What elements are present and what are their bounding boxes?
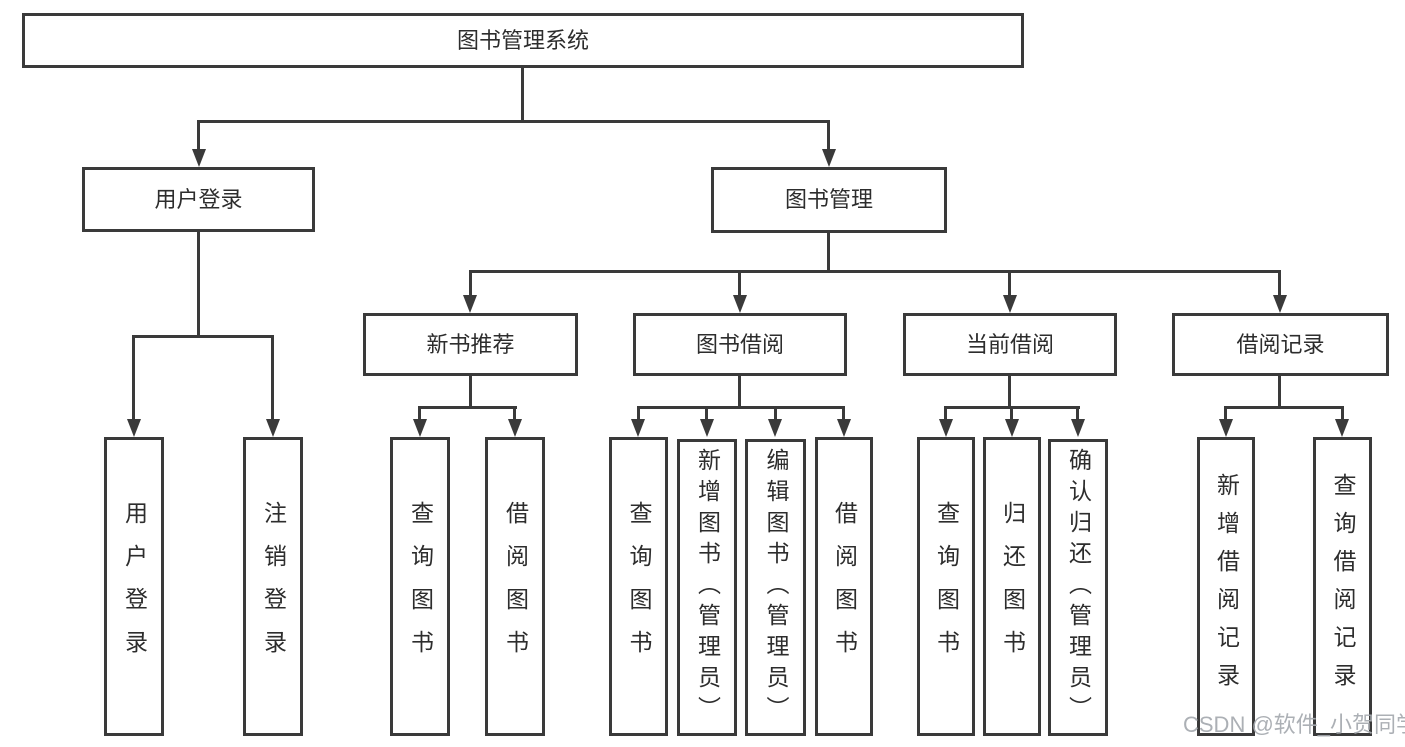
leaf-borrowing-borrow-book-label: 借阅图书 [831, 500, 858, 673]
leaf-records-add-record: 新增借阅记录 [1197, 437, 1255, 736]
connector-line [418, 406, 517, 409]
connector-line [944, 406, 947, 421]
arrow-down-icon [413, 419, 427, 437]
leaf-recommend-borrow-book: 借阅图书 [485, 437, 545, 736]
connector-line [197, 120, 830, 123]
leaf-borrowing-query-book-label: 查询图书 [626, 500, 652, 673]
arrow-down-icon [508, 419, 522, 437]
connector-line [469, 270, 1281, 273]
node-root-label: 图书管理系统 [456, 27, 589, 53]
node-user-login-label: 用户登录 [154, 186, 243, 212]
arrow-down-icon [1005, 419, 1019, 437]
leaf-borrowing-query-book: 查询图书 [609, 437, 668, 736]
leaf-current-return-book-label: 归还图书 [999, 500, 1026, 673]
leaf-borrowing-edit-book-admin-label: 编辑图书（管理员） [763, 448, 789, 727]
leaf-current-query-book: 查询图书 [917, 437, 975, 736]
node-borrowing-records-label: 借阅记录 [1236, 331, 1325, 357]
leaf-records-query-record: 查询借阅记录 [1313, 437, 1372, 736]
connector-line [132, 335, 135, 421]
connector-line [738, 376, 741, 408]
node-borrowing-records: 借阅记录 [1172, 313, 1389, 376]
arrow-down-icon [700, 419, 714, 437]
node-book-borrowing-label: 图书借阅 [695, 331, 784, 357]
connector-line [1278, 376, 1281, 408]
leaf-borrowing-add-book-admin-label: 新增图书（管理员） [694, 448, 721, 727]
arrow-down-icon [939, 419, 953, 437]
leaf-borrowing-borrow-book: 借阅图书 [815, 437, 873, 736]
node-new-book-recommend-label: 新书推荐 [426, 331, 515, 357]
leaf-recommend-query-book-label: 查询图书 [407, 500, 434, 673]
connector-line [271, 335, 274, 421]
connector-line [827, 120, 830, 151]
connector-line [1224, 406, 1344, 409]
node-current-borrowing-label: 当前借阅 [965, 331, 1054, 357]
leaf-logout: 注销登录 [243, 437, 303, 736]
connector-line [637, 406, 845, 409]
arrow-down-icon [837, 419, 851, 437]
node-user-login: 用户登录 [82, 167, 315, 232]
leaf-logout-label: 注销登录 [260, 500, 287, 673]
connector-line [1008, 270, 1011, 297]
connector-line [637, 406, 640, 421]
arrow-down-icon [266, 419, 280, 437]
connector-line [827, 233, 830, 272]
connector-line [418, 406, 421, 421]
arrow-down-icon [733, 295, 747, 313]
arrow-down-icon [127, 419, 141, 437]
node-book-management-label: 图书管理 [784, 187, 873, 212]
connector-line [842, 406, 845, 421]
leaf-records-query-record-label: 查询借阅记录 [1330, 472, 1356, 701]
connector-line [513, 406, 516, 421]
arrow-down-icon [631, 419, 645, 437]
node-root: 图书管理系统 [22, 13, 1024, 68]
connector-line [1010, 406, 1013, 421]
arrow-down-icon [1335, 419, 1349, 437]
leaf-recommend-query-book: 查询图书 [390, 437, 450, 736]
leaf-borrowing-edit-book-admin: 编辑图书（管理员） [745, 439, 806, 736]
leaf-current-confirm-return-admin: 确认归还（管理员） [1048, 439, 1108, 736]
leaf-records-add-record-label: 新增借阅记录 [1213, 472, 1240, 701]
arrow-down-icon [1273, 295, 1287, 313]
connector-line [1341, 406, 1344, 421]
connector-line [469, 270, 472, 297]
connector-line [1008, 376, 1011, 408]
leaf-borrowing-add-book-admin: 新增图书（管理员） [677, 439, 737, 736]
leaf-user-login-label: 用户登录 [121, 500, 148, 673]
connector-line [521, 68, 524, 120]
connector-line [774, 406, 777, 421]
leaf-current-confirm-return-admin-label: 确认归还（管理员） [1065, 448, 1092, 727]
connector-line [705, 406, 708, 421]
connector-line [738, 270, 741, 297]
connector-line [1076, 406, 1079, 421]
connector-line [197, 120, 200, 151]
leaf-recommend-borrow-book-label: 借阅图书 [502, 500, 529, 673]
connector-line [1224, 406, 1227, 421]
connector-line [197, 232, 200, 335]
leaf-user-login: 用户登录 [104, 437, 164, 736]
leaf-current-return-book: 归还图书 [983, 437, 1041, 736]
arrow-down-icon [768, 419, 782, 437]
node-book-borrowing: 图书借阅 [633, 313, 847, 376]
arrow-down-icon [192, 149, 206, 167]
arrow-down-icon [822, 149, 836, 167]
node-current-borrowing: 当前借阅 [903, 313, 1117, 376]
watermark: CSDN @软件_小贺同学 [1183, 712, 1405, 737]
connector-line [132, 335, 274, 338]
arrow-down-icon [1219, 419, 1233, 437]
connector-line [1278, 270, 1281, 297]
arrow-down-icon [463, 295, 477, 313]
leaf-current-query-book-label: 查询图书 [933, 500, 960, 673]
arrow-down-icon [1003, 295, 1017, 313]
node-new-book-recommend: 新书推荐 [363, 313, 578, 376]
node-book-management: 图书管理 [711, 167, 947, 233]
connector-line [469, 376, 472, 408]
arrow-down-icon [1071, 419, 1085, 437]
